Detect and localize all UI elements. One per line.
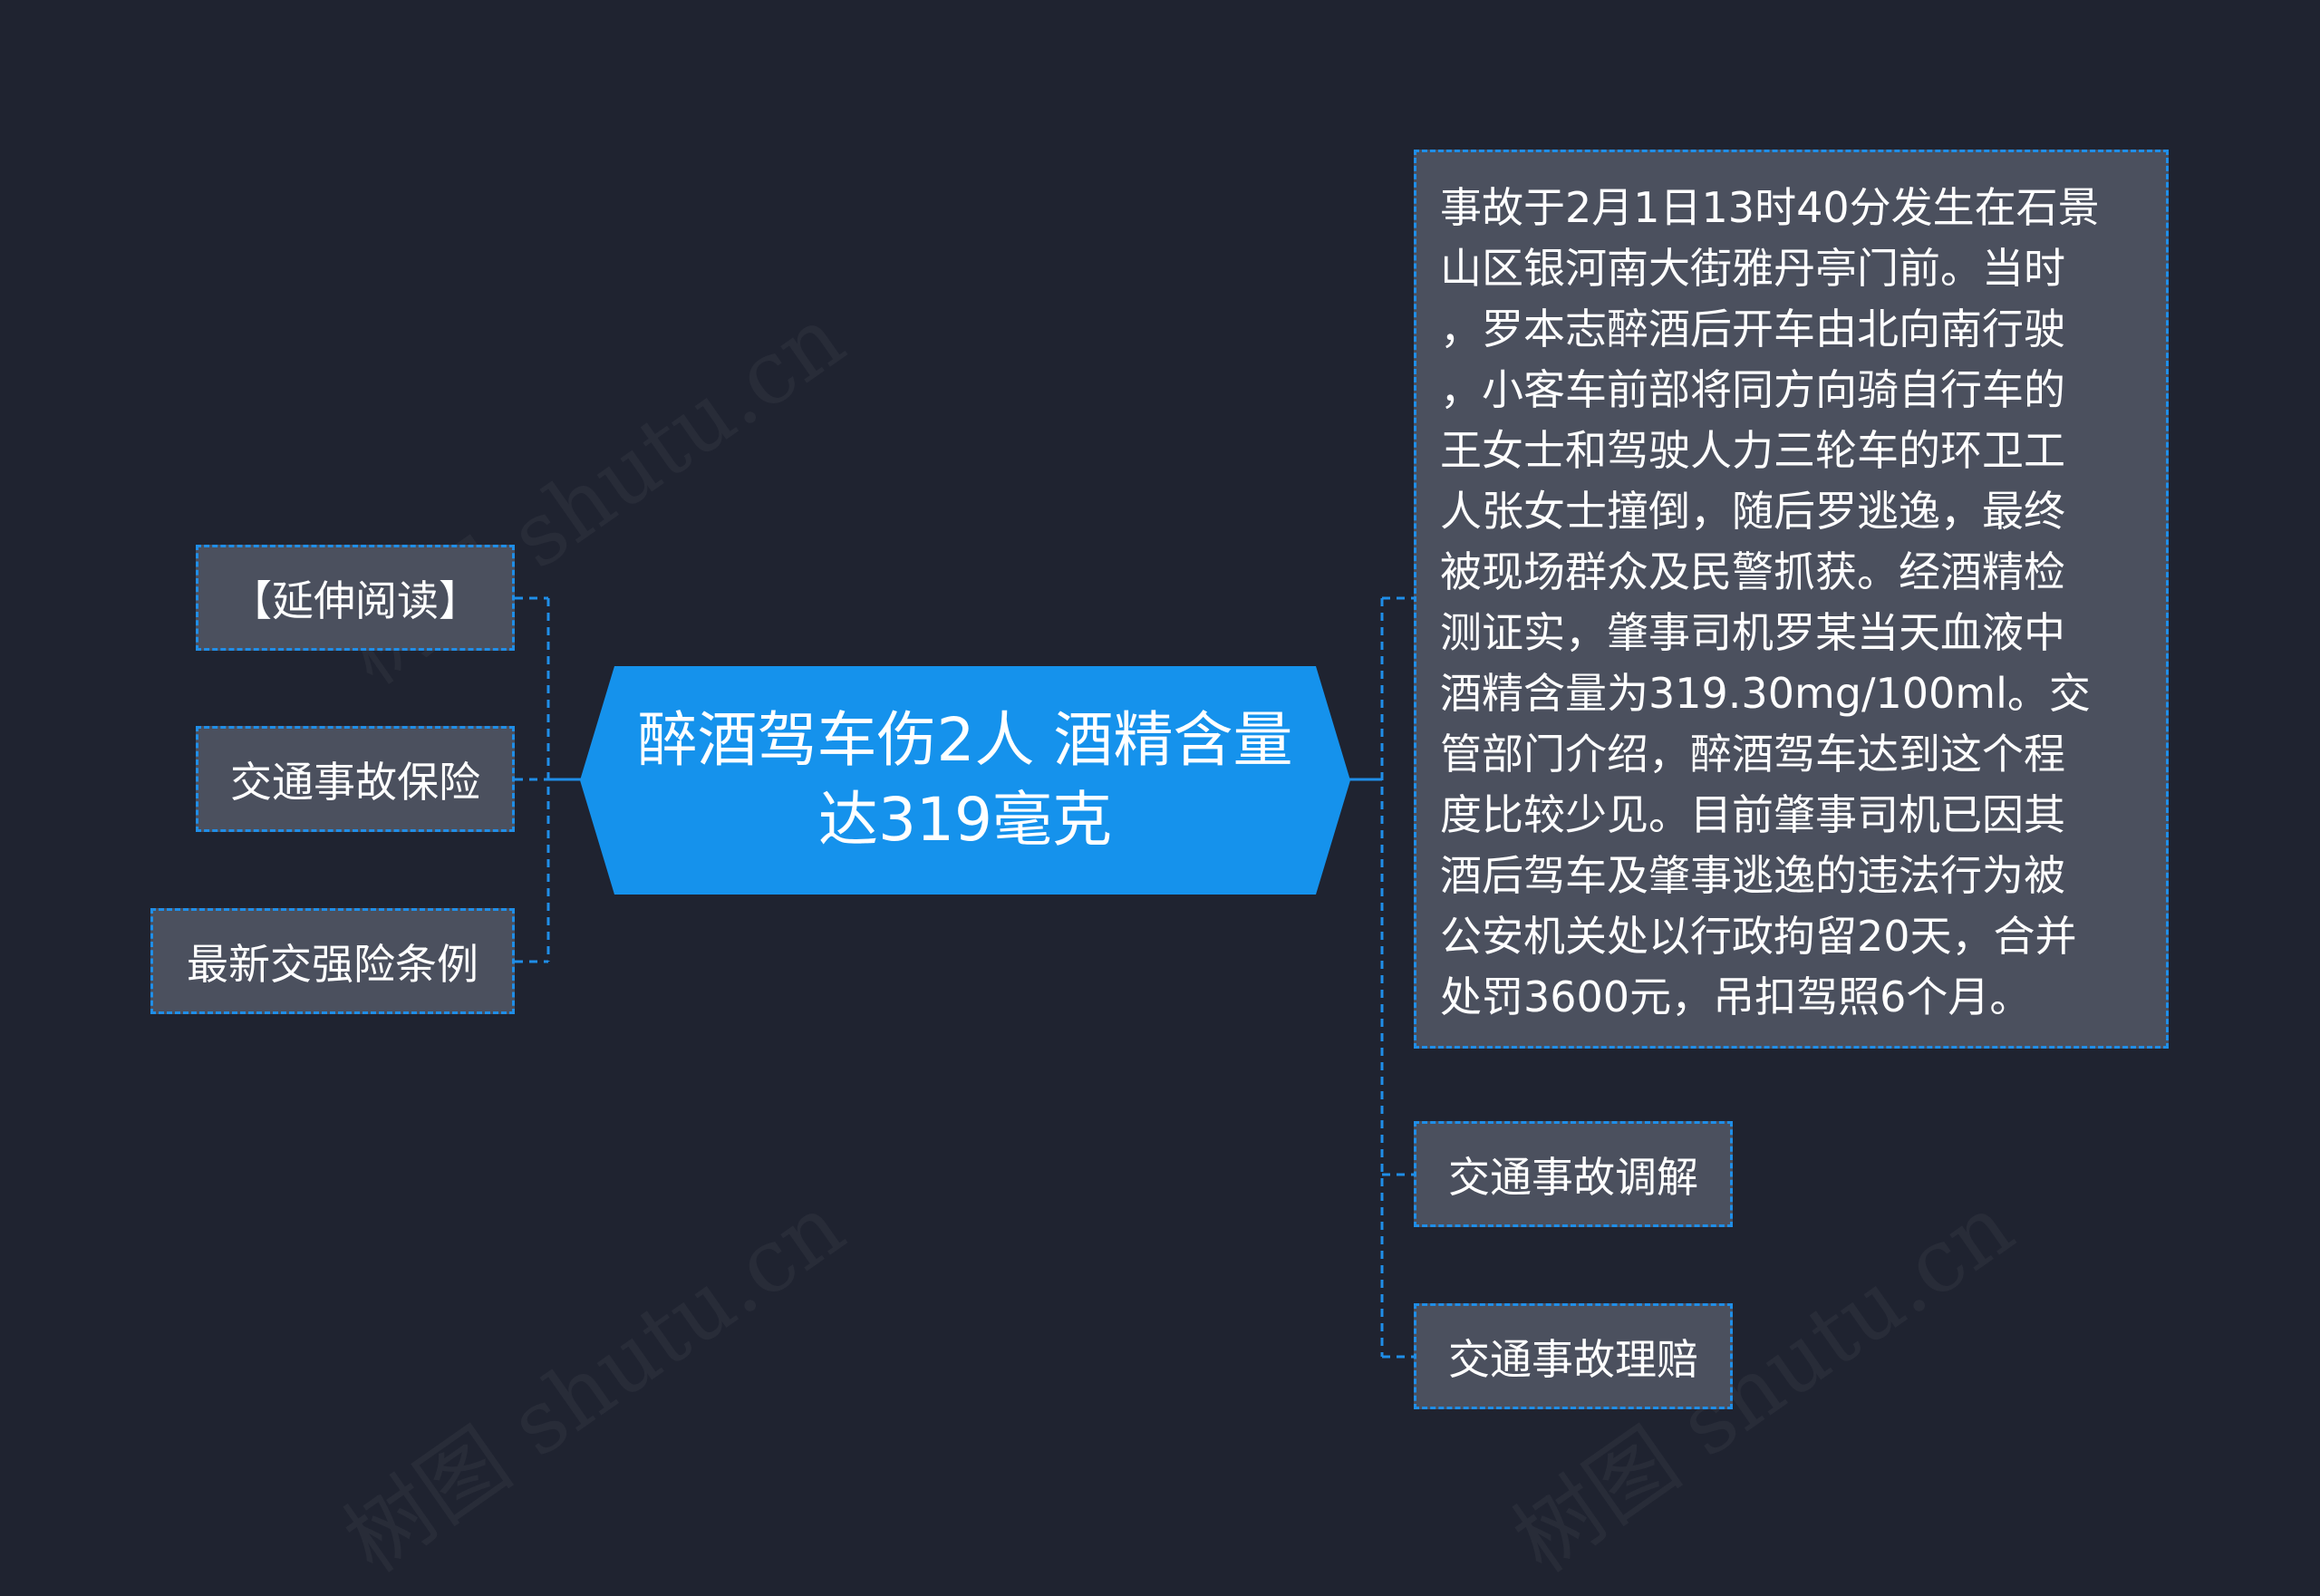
detail-line: 酒后驾车及肇事逃逸的违法行为被 [1440, 851, 2065, 900]
detail-line: ，小客车前部将同方向骑自行车的 [1440, 365, 2065, 414]
detail-line: 山区银河南大街雅丹亭门前。当时 [1440, 244, 2065, 293]
branch-label: 交通事故调解 [1448, 1152, 1698, 1202]
root-node[interactable]: 醉酒驾车伤2人 酒精含量 达319毫克 [580, 666, 1350, 895]
detail-line: 管部门介绍，醉酒驾车达到这个程 [1440, 730, 2065, 779]
branch-label: 最新交强险条例 [187, 939, 478, 989]
branch-label: 交通事故保险 [230, 757, 480, 807]
branch-accident-claims[interactable]: 交通事故理赔 [1414, 1303, 1733, 1409]
detail-line: ，罗本志醉酒后开车由北向南行驶 [1440, 305, 2065, 353]
branch-accident-detail[interactable]: 事故于2月1日13时40分发生在石景 山区银河南大街雅丹亭门前。当时 ，罗本志醉… [1414, 150, 2169, 1049]
root-title: 醉酒驾车伤2人 酒精含量 达319毫克 [634, 666, 1296, 895]
root-title-line: 达319毫克 [818, 785, 1112, 855]
branch-label: 交通事故理赔 [1448, 1334, 1698, 1384]
root-title-line: 醉酒驾车伤2人 酒精含量 [637, 705, 1293, 775]
detail-line: 处罚3600元，吊扣驾照6个月。 [1440, 972, 2032, 1021]
detail-line: 测证实，肇事司机罗某当天血液中 [1440, 608, 2065, 657]
connector-lines [515, 596, 1414, 1359]
branch-label: 【延伸阅读】 [230, 576, 480, 625]
detail-line: 事故于2月1日13时40分发生在石景 [1440, 183, 2100, 232]
branch-compulsory-insurance-rules[interactable]: 最新交强险条例 [150, 908, 515, 1014]
detail-line: 人张女士撞倒，随后罗逃逸，最终 [1440, 487, 2065, 536]
detail-line: 王女士和驾驶人力三轮车的环卫工 [1440, 426, 2065, 475]
branch-traffic-accident-insurance[interactable]: 交通事故保险 [196, 726, 515, 832]
detail-line: 被现场群众及民警抓获。经酒精检 [1440, 547, 2065, 596]
root-shape [580, 666, 1350, 895]
branch-extended-reading[interactable]: 【延伸阅读】 [196, 545, 515, 651]
detail-line: 酒精含量为319.30mg/100ml。交 [1440, 669, 2091, 718]
detail-line: 公安机关处以行政拘留20天，合并 [1440, 912, 2077, 961]
detail-line: 度比较少见。目前肇事司机已因其 [1440, 790, 2065, 839]
branch-accident-mediation[interactable]: 交通事故调解 [1414, 1121, 1733, 1227]
